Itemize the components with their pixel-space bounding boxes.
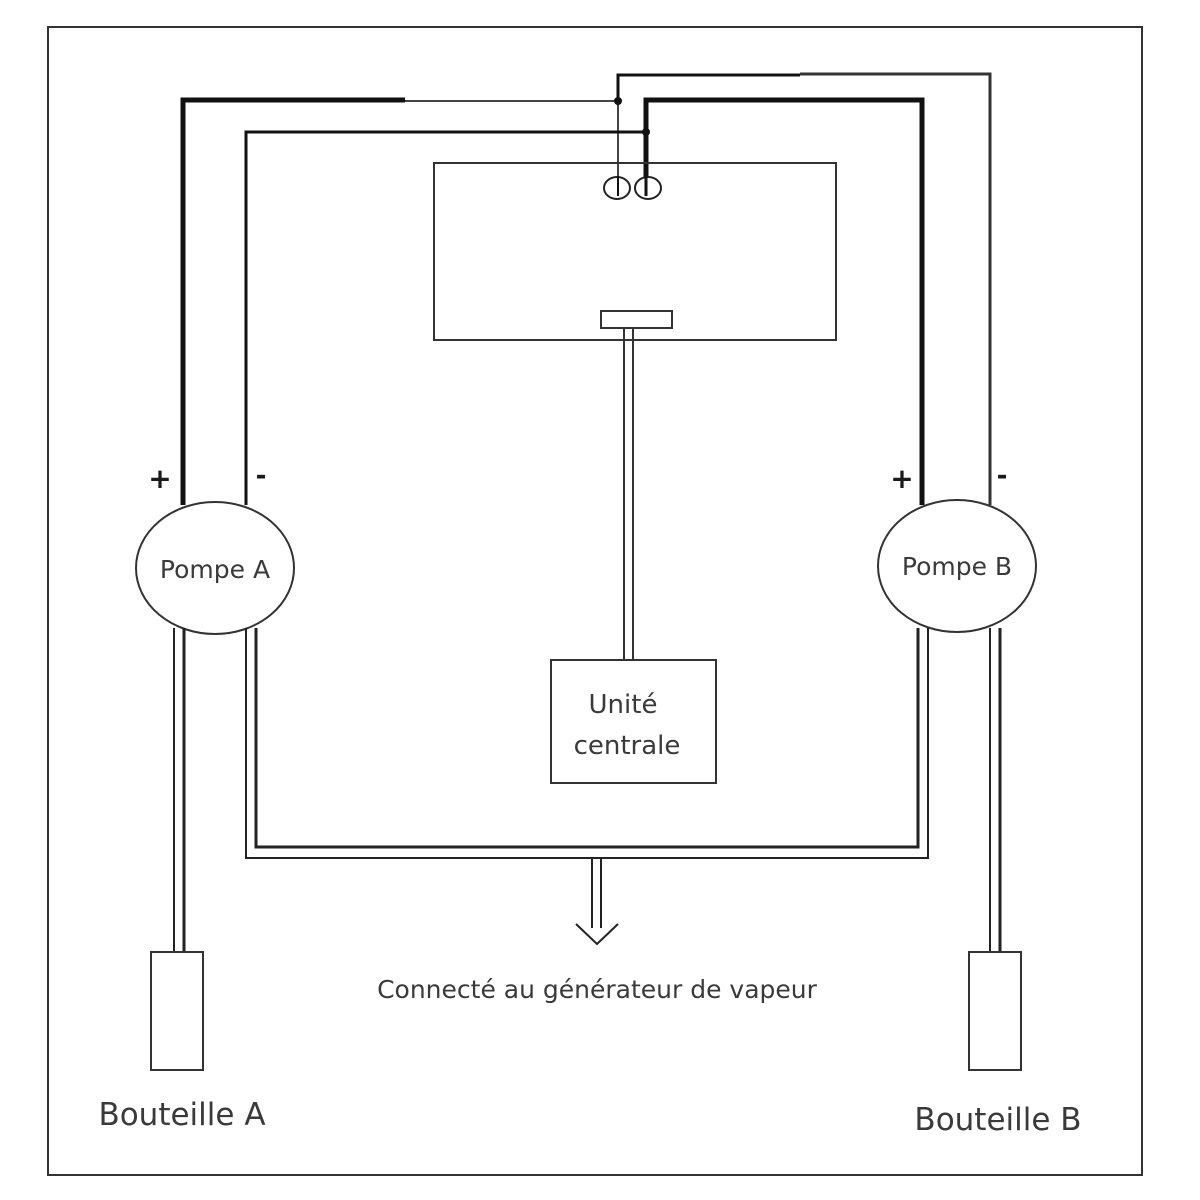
wire-pump-b-negative-thin — [800, 72, 992, 505]
wire-pump-b-negative — [616, 73, 800, 101]
pump-b-plus-sign: + — [890, 462, 913, 495]
steam-generator-label: Connecté au générateur de vapeur — [377, 975, 818, 1004]
pump-a-label: Pompe A — [160, 555, 270, 584]
wire-pump-a-negative — [244, 130, 646, 505]
junction-dot — [642, 128, 650, 136]
control-box — [433, 162, 837, 341]
wire-pump-a-positive-thin — [405, 100, 619, 180]
bottle-a — [150, 951, 204, 1071]
pump-b-label: Pompe B — [902, 552, 1012, 581]
pump-a — [135, 501, 295, 635]
bottle-a-label: Bouteille A — [98, 1097, 265, 1133]
wire-pump-a-positive — [180, 97, 405, 505]
pump-a-plus-sign: + — [148, 462, 171, 495]
junction-dot — [614, 97, 622, 105]
control-box-port — [600, 310, 673, 329]
central-unit-label-line1: Unité — [589, 690, 658, 720]
pump-b-minus-sign: - — [997, 461, 1008, 491]
wire-pump-b-positive — [643, 97, 925, 505]
tube-steam-inner — [254, 628, 920, 849]
bottle-b — [968, 951, 1022, 1071]
pump-a-minus-sign: - — [256, 461, 267, 491]
central-unit-box — [550, 659, 717, 784]
outer-frame — [47, 26, 1143, 1176]
pump-b — [877, 499, 1037, 633]
terminal-connector — [634, 176, 662, 200]
bottle-b-label: Bouteille B — [914, 1102, 1081, 1138]
central-unit-label-line2: centrale — [574, 731, 681, 761]
steam-outlet-arrow — [575, 923, 619, 946]
tube-steam-outer — [245, 628, 929, 859]
